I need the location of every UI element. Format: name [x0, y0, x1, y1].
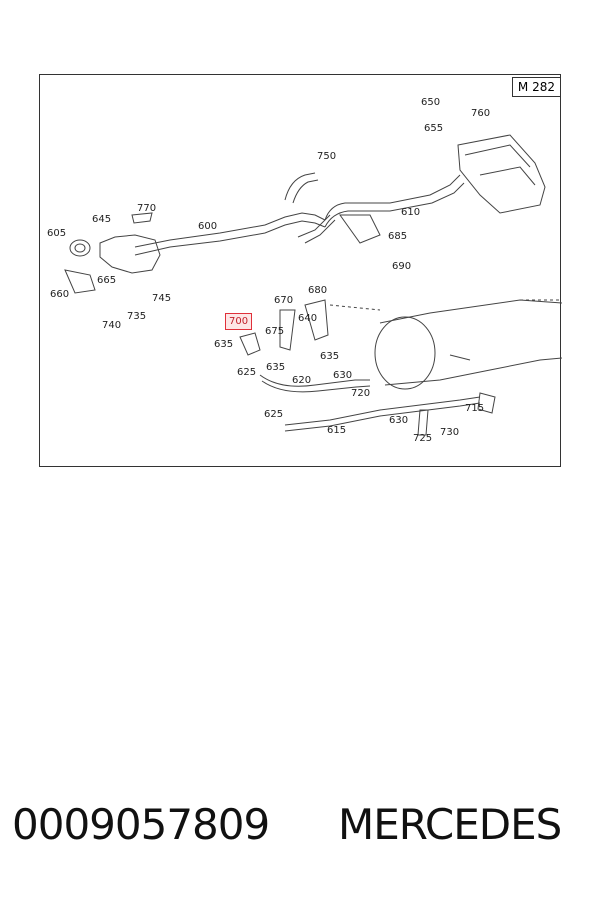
ref-label-760: 760: [471, 108, 491, 119]
ref-label-750: 750: [317, 151, 337, 162]
ref-label-645: 645: [92, 214, 112, 225]
exhaust-system-drawing: [64, 134, 562, 436]
ref-label-625-b: 625: [264, 409, 284, 420]
ref-label-725: 725: [413, 433, 433, 444]
ref-label-690: 690: [392, 261, 412, 272]
ref-label-745: 745: [152, 293, 172, 304]
ref-label-605: 605: [47, 228, 67, 239]
rear-muffler: [457, 134, 546, 214]
diesel-particulate-filter: [379, 299, 562, 324]
ref-label-770: 770: [137, 203, 157, 214]
ref-label-740: 740: [102, 320, 122, 331]
ref-label-685: 685: [388, 231, 408, 242]
ref-label-720: 720: [351, 388, 371, 399]
ref-label-630-b: 630: [389, 415, 409, 426]
ref-label-675: 675: [265, 326, 285, 337]
ref-label-625-a: 625: [237, 367, 257, 378]
ref-label-630-a: 630: [333, 370, 353, 381]
ref-label-635-a: 635: [214, 339, 234, 350]
ref-label-670: 670: [274, 295, 294, 306]
ref-label-635-b: 635: [266, 362, 286, 373]
footer: 0009057809 MERCEDES: [12, 800, 592, 860]
ref-label-655: 655: [424, 123, 444, 134]
ref-label-680: 680: [308, 285, 328, 296]
ref-label-665: 665: [97, 275, 117, 286]
exhaust-parts-diagram: 605 645 770 600 750 650 760 655 610 685 …: [39, 74, 562, 467]
brand-name: MERCEDES: [338, 800, 562, 849]
diagram-page-code: M 282: [511, 77, 561, 97]
ref-label-715: 715: [465, 403, 485, 414]
catalytic-converter: [99, 234, 161, 274]
ref-label-660: 660: [50, 289, 70, 300]
ref-label-635-c: 635: [320, 351, 340, 362]
front-pipe-600: [134, 212, 326, 248]
ref-label-650: 650: [421, 97, 441, 108]
ref-label-610: 610: [401, 207, 421, 218]
ref-label-640: 640: [298, 313, 318, 324]
ref-label-620: 620: [292, 375, 312, 386]
rear-pipe-610: [324, 174, 461, 221]
ref-label-735: 735: [127, 311, 147, 322]
ref-label-615: 615: [327, 425, 347, 436]
ref-label-600: 600: [198, 221, 218, 232]
ref-label-700-highlighted[interactable]: 700: [225, 313, 253, 330]
part-number: 0009057809: [12, 800, 270, 849]
ref-label-730: 730: [440, 427, 460, 438]
